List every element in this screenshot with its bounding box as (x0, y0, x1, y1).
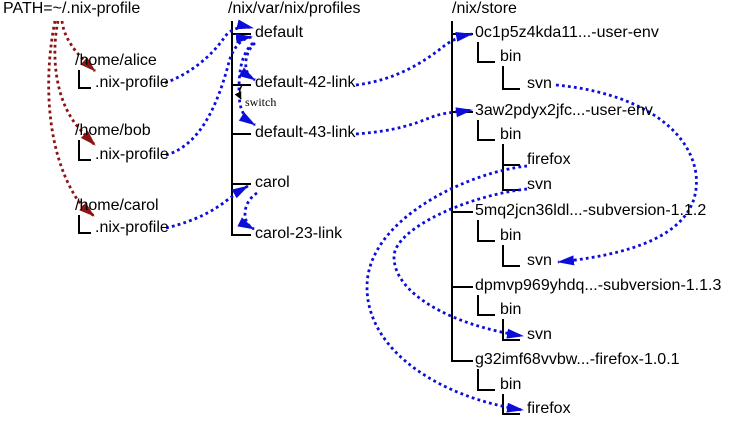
store-subversion112-label: 5mq2jcn36ldl...-subversion-1.1.2 (475, 202, 707, 219)
home-carol-label: /home/carol (75, 197, 159, 214)
store-subversion113-label: dpmvp969yhdq...-subversion-1.1.3 (475, 277, 722, 294)
alice-nix-profile-label: .nix-profile (95, 74, 169, 91)
arrow-default-to-43-link (237, 41, 256, 127)
arrow-path-to-carol (47, 20, 95, 218)
home-alice-label: /home/alice (75, 52, 157, 69)
arrow-carol-profile-to-carol (165, 184, 249, 230)
store-firefox101-label: g32imf68vvbw...-firefox-1.0.1 (475, 351, 680, 368)
arrow-firefox-3aw2-to-firefox-101 (365, 164, 528, 413)
arrow-42-link-to-user-env-0c1p (355, 31, 473, 87)
store-3aw2-firefox-label: firefox (527, 151, 571, 168)
store-0c1p-bin-label: bin (500, 48, 522, 65)
store-user-env-3aw2-label: 3aw2pdyx2jfc...-user-env (475, 102, 653, 119)
arrow-path-to-bob (53, 20, 96, 146)
profile-default-43-link-label: default-43-link (255, 124, 356, 141)
store-firefox101-bin-label: bin (500, 376, 522, 393)
switch-arrow (234, 84, 243, 100)
arrow-carol-to-23-link (237, 191, 258, 231)
store-subversion113-svn-label: svn (527, 326, 552, 343)
profile-default-42-link-label: default-42-link (255, 74, 356, 91)
store-subversion112-bin-label: bin (500, 227, 522, 244)
profile-carol-label: carol (255, 174, 290, 191)
store-subversion113-bin-label: bin (500, 301, 522, 318)
profile-default-label: default (255, 24, 304, 41)
store-root-label: /nix/store (452, 0, 517, 17)
arrow-alice-profile-to-default (164, 19, 254, 85)
home-bob-label: /home/bob (75, 122, 151, 139)
home-tree-lines (78, 70, 91, 234)
profile-carol-23-link-label: carol-23-link (255, 225, 343, 242)
store-0c1p-svn-label: svn (527, 75, 552, 92)
store-3aw2-svn-label: svn (527, 176, 552, 193)
arrow-svn-0c1p-to-svn-subversion112 (555, 83, 698, 266)
store-firefox101-firefox-label: firefox (527, 400, 571, 417)
store-3aw2-bin-label: bin (500, 126, 522, 143)
switch-label: switch (245, 95, 277, 109)
carol-nix-profile-label: .nix-profile (95, 219, 169, 236)
profiles-root-label: /nix/var/nix/profiles (228, 0, 361, 17)
store-subversion112-svn-label: svn (527, 252, 552, 269)
store-user-env-0c1p-label: 0c1p5z4kda11...-user-env (475, 24, 659, 41)
arrow-path-to-alice (60, 20, 96, 73)
bob-nix-profile-label: .nix-profile (95, 146, 169, 163)
arrow-default-to-42-link (238, 41, 256, 82)
arrow-43-link-to-user-env-3aw2 (355, 107, 473, 136)
path-env-label: PATH=~/.nix-profile (3, 0, 141, 17)
arrow-svn-3aw2-to-svn-subversion113 (392, 187, 528, 339)
